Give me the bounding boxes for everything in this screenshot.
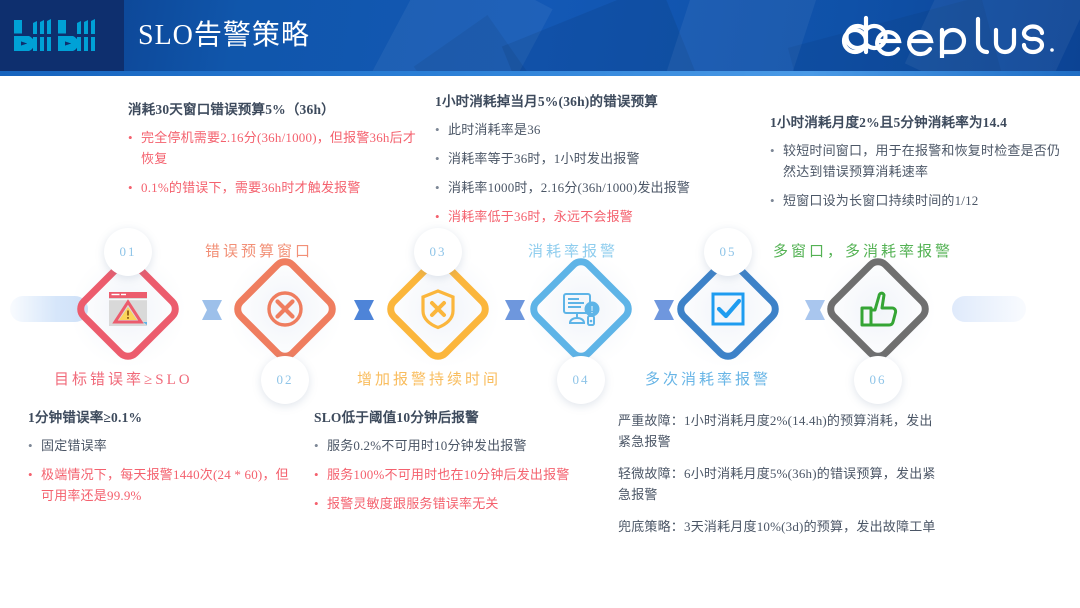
step-label-06: 多窗口，多消耗率报警: [773, 244, 954, 260]
step-label-02: 错误预算窗口: [205, 244, 314, 260]
paragraph-severe-fault: 严重故障：1小时消耗月度2%(14.4h)的预算消耗，发出紧急报警: [618, 413, 933, 450]
bullet-text: 消耗率低于36时，永远不会报警: [448, 209, 634, 225]
step-label-04: 消耗率报警: [528, 244, 619, 260]
page-title: SLO告警策略: [138, 20, 310, 51]
step-number-text: 01: [119, 244, 137, 259]
bilibili-logo-icon: [14, 18, 95, 51]
circle-x-icon: [233, 257, 337, 361]
timeline-connector: [803, 300, 827, 320]
monitor-alert-icon: !: [529, 257, 633, 361]
bullet-item: • 较短时间窗口，用于在报警和恢复时检查是否仍然达到错误预算消耗速率: [770, 140, 1070, 182]
checkbox-check-icon: [676, 257, 780, 361]
block-title: 1小时消耗月度2%且5分钟消耗率为14.4: [770, 115, 1008, 130]
step-label-01: 目标错误率≥SLO: [54, 372, 193, 388]
bullet-dot: •: [770, 193, 775, 209]
step-number-text: 06: [869, 372, 887, 387]
bullet-item: • 消耗率等于36时，1小时发出报警: [435, 148, 765, 169]
timeline-node-06[interactable]: [821, 252, 935, 366]
bullet-text: 0.1%的错误下，需要36h时才触发报警: [141, 180, 361, 196]
bullet-dot: •: [770, 143, 775, 159]
browser-warning-icon: [76, 257, 180, 361]
shield-x-icon: [386, 257, 490, 361]
bullet-item: • 消耗率1000时，2.16分(36h/1000)发出报警: [435, 177, 765, 198]
bullet-dot: •: [435, 180, 440, 196]
timeline-connector: [352, 300, 376, 320]
bullet-text: 完全停机需要2.16分(36h/1000)，但报警36h后才恢复: [141, 130, 417, 167]
header-underline: [0, 71, 1080, 76]
step-label-05: 多次消耗率报警: [645, 372, 772, 388]
bullet-text: 消耗率1000时，2.16分(36h/1000)发出报警: [448, 180, 691, 196]
process-timeline: 01 目标错误率≥SLO 02 错误预算窗口: [0, 228, 1080, 404]
deeplus-logo-icon: [841, 15, 1054, 61]
text-block-one-minute-rate: 1分钟错误率≥0.1% • 固定错误率 • 极端情况下，每天报警1440次(24…: [28, 408, 298, 514]
deeplus-logo: [830, 14, 1062, 63]
step-number-04: 04: [557, 356, 605, 404]
bullet-dot: •: [28, 467, 33, 483]
bullet-text: 服务100%不可用时也在10分钟后发出报警: [327, 467, 570, 483]
bullet-item: • 服务100%不可用时也在10分钟后发出报警: [314, 464, 604, 485]
block-title: 1分钟错误率≥0.1%: [28, 410, 143, 425]
step-number-text: 05: [719, 244, 737, 259]
text-block-short-window: 1小时消耗月度2%且5分钟消耗率为14.4 • 较短时间窗口，用于在报警和恢复时…: [770, 113, 1070, 219]
bullet-text: 较短时间窗口，用于在报警和恢复时检查是否仍然达到错误预算消耗速率: [783, 143, 1061, 180]
bullet-dot: •: [28, 438, 33, 454]
step-number-text: 04: [572, 372, 590, 387]
block-title: 消耗30天窗口错误预算5%（36h）: [128, 102, 335, 117]
step-number-06: 06: [854, 356, 902, 404]
timeline-rail-left: [10, 296, 88, 322]
bullet-text: 固定错误率: [41, 438, 108, 454]
step-number-text: 03: [429, 244, 447, 259]
bullet-dot: •: [435, 209, 440, 225]
timeline-node-04[interactable]: !: [524, 252, 638, 366]
bullet-dot: •: [435, 151, 440, 167]
bullet-item: • 完全停机需要2.16分(36h/1000)，但报警36h后才恢复: [128, 127, 428, 169]
bullet-item: • 0.1%的错误下，需要36h时才触发报警: [128, 177, 428, 198]
paragraph-minor-fault: 轻微故障：6小时消耗月度5%(36h)的错误预算，发出紧急报警: [618, 466, 936, 503]
timeline-connector: [200, 300, 224, 320]
bullet-item: • 服务0.2%不可用时10分钟发出报警: [314, 435, 604, 456]
bullet-text: 极端情况下，每天报警1440次(24 * 60)，但可用率还是99.9%: [41, 467, 289, 504]
bullet-item: • 此时消耗率是36: [435, 119, 765, 140]
svg-text:!: !: [591, 305, 594, 316]
bullet-dot: •: [314, 496, 319, 512]
bullet-item: • 消耗率低于36时，永远不会报警: [435, 206, 765, 227]
paragraph-fallback-strategy: 兜底策略：3天消耗月度10%(3d)的预算，发出故障工单: [618, 519, 936, 535]
timeline-node-02[interactable]: [228, 252, 342, 366]
bullet-dot: •: [435, 122, 440, 138]
timeline-connector: [652, 300, 676, 320]
bullet-item: • 固定错误率: [28, 435, 298, 456]
slide-header: SLO告警策略: [0, 0, 1080, 71]
bullet-text: 服务0.2%不可用时10分钟发出报警: [327, 438, 527, 454]
bullet-text: 短窗口设为长窗口持续时间的1/12: [783, 193, 979, 209]
timeline-rail-right: [952, 296, 1026, 322]
block-title: SLO低于阈值10分钟后报警: [314, 410, 479, 425]
text-block-consume-30d: 消耗30天窗口错误预算5%（36h） • 完全停机需要2.16分(36h/100…: [128, 100, 428, 206]
bullet-text: 报警灵敏度跟服务错误率无关: [327, 496, 499, 512]
timeline-node-01[interactable]: [71, 252, 185, 366]
bilibili-logo: [0, 0, 124, 71]
timeline-node-05[interactable]: [671, 252, 785, 366]
step-label-03: 增加报警持续时间: [357, 372, 502, 388]
step-number-01: 01: [104, 228, 152, 276]
bullet-dot: •: [314, 438, 319, 454]
bullet-dot: •: [314, 467, 319, 483]
text-block-fault-strategies: 严重故障：1小时消耗月度2%(14.4h)的预算消耗，发出紧急报警 轻微故障：6…: [618, 410, 938, 548]
step-number-05: 05: [704, 228, 752, 276]
bullet-text: 此时消耗率是36: [448, 122, 541, 138]
block-title: 1小时消耗掉当月5%(36h)的错误预算: [435, 94, 658, 109]
bullet-item: • 短窗口设为长窗口持续时间的1/12: [770, 190, 1070, 211]
step-number-02: 02: [261, 356, 309, 404]
timeline-node-03[interactable]: [381, 252, 495, 366]
bullet-text: 消耗率等于36时，1小时发出报警: [448, 151, 640, 167]
text-block-one-hour-budget: 1小时消耗掉当月5%(36h)的错误预算 • 此时消耗率是36 • 消耗率等于3…: [435, 92, 765, 235]
bullet-item: • 报警灵敏度跟服务错误率无关: [314, 493, 604, 514]
step-number-text: 02: [276, 372, 294, 387]
bullet-dot: •: [128, 180, 133, 196]
bullet-item: • 极端情况下，每天报警1440次(24 * 60)，但可用率还是99.9%: [28, 464, 298, 506]
bullet-dot: •: [128, 130, 133, 146]
timeline-connector: [503, 300, 527, 320]
thumbs-up-icon: [826, 257, 930, 361]
step-number-03: 03: [414, 228, 462, 276]
text-block-slo-threshold: SLO低于阈值10分钟后报警 • 服务0.2%不可用时10分钟发出报警 • 服务…: [314, 408, 604, 522]
